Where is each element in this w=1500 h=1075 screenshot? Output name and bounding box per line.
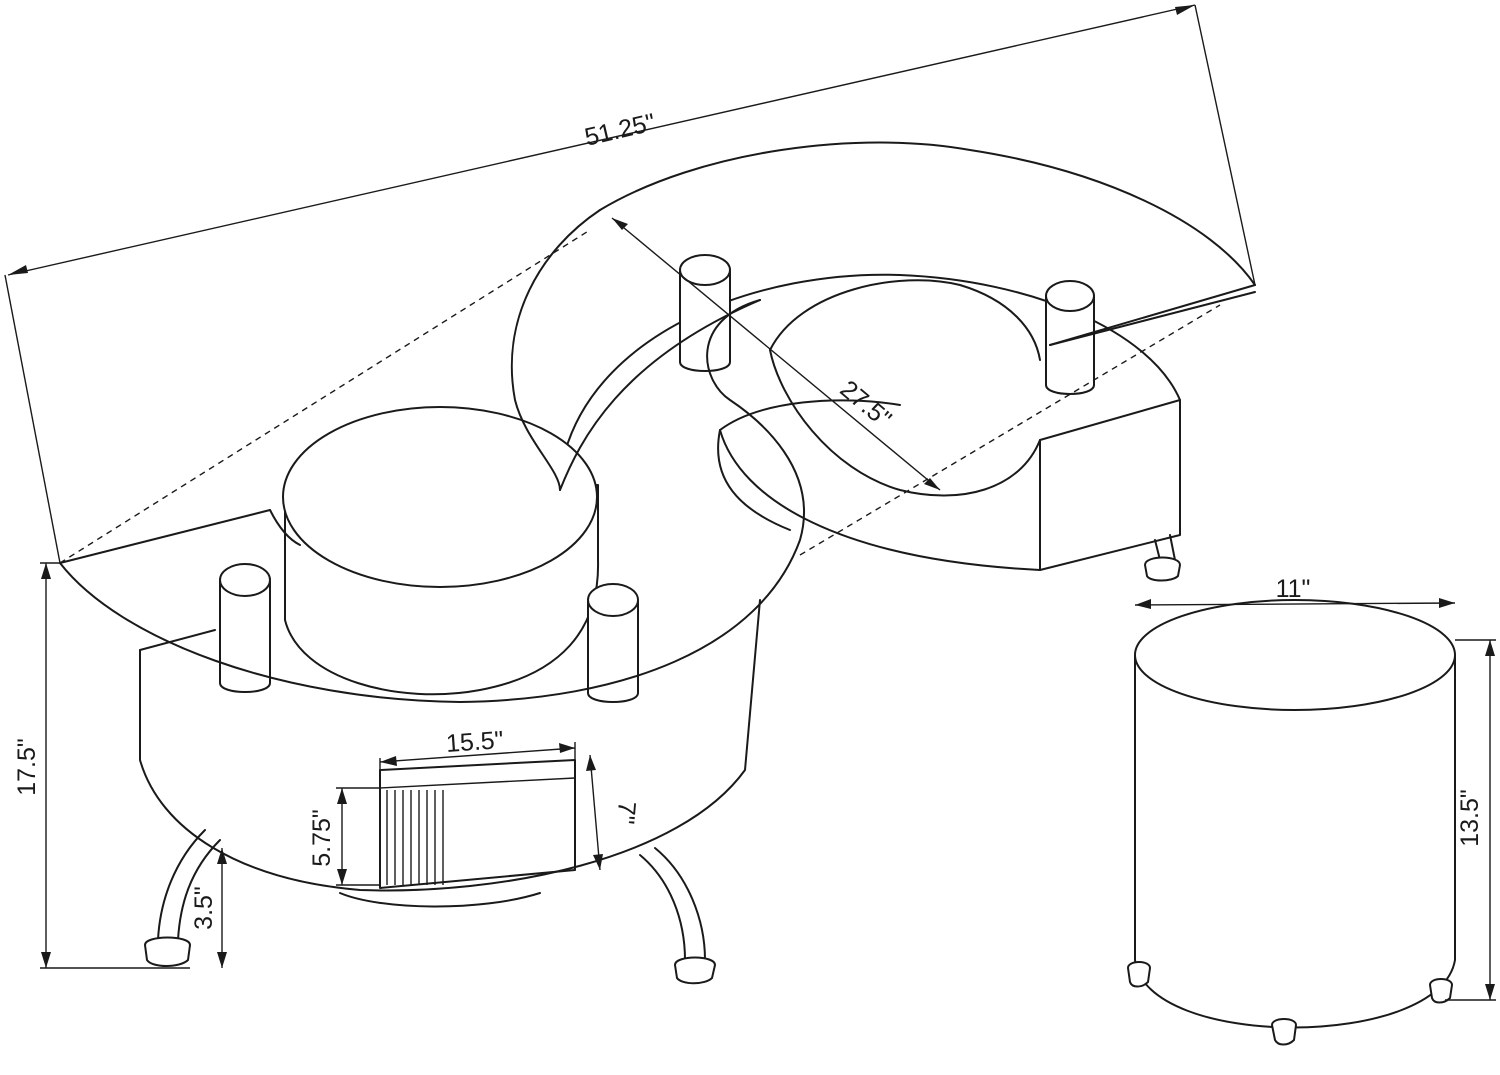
label-table-length: 51.25" bbox=[582, 108, 658, 151]
glass-top bbox=[59, 141, 1256, 703]
label-table-height: 17.5" bbox=[13, 738, 41, 796]
table-front-body bbox=[139, 599, 761, 908]
post-rear-right bbox=[1045, 280, 1095, 395]
table-rear-body bbox=[564, 273, 1181, 571]
label-stool-diameter: 11" bbox=[1276, 575, 1311, 603]
dimension-lines bbox=[4, 4, 1496, 1001]
label-drawer-height: 5.75" bbox=[308, 809, 336, 867]
post-front-left bbox=[219, 563, 271, 693]
post-front-right bbox=[587, 583, 639, 703]
label-drawer-width: 15.5" bbox=[445, 726, 504, 758]
label-table-depth: 27.5" bbox=[835, 375, 897, 433]
label-leg-height: 3.5" bbox=[190, 886, 218, 930]
label-drawer-depth: 7" bbox=[611, 800, 641, 825]
projection-lines bbox=[59, 229, 1221, 564]
front-ottoman-seat bbox=[282, 406, 600, 696]
post-rear-center bbox=[679, 254, 731, 372]
stool bbox=[1127, 599, 1456, 1046]
label-stool-height: 13.5" bbox=[1456, 789, 1484, 847]
drawer bbox=[379, 759, 576, 889]
table-legs bbox=[144, 534, 1181, 985]
